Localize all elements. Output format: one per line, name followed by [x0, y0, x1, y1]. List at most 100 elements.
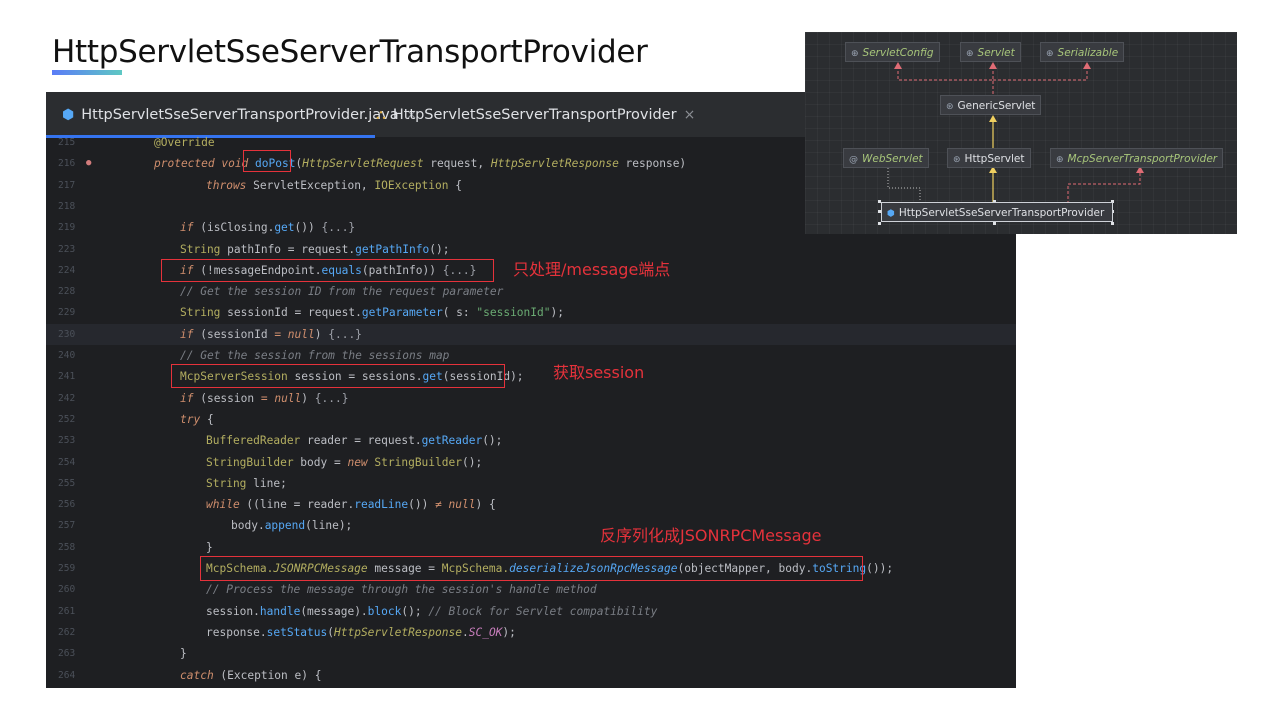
code-token: String — [180, 306, 228, 320]
code-token: ) — [301, 391, 315, 405]
annotation-icon: @ — [849, 155, 858, 165]
code-line[interactable]: 258} — [46, 537, 1016, 558]
code-line[interactable]: 260 // Process the message through the se… — [46, 579, 1016, 600]
override-gutter-icon[interactable]: ● — [86, 158, 92, 169]
diagram-node-httpservlet[interactable]: ⊛HttpServlet — [947, 148, 1031, 168]
line-number: 256 — [58, 499, 76, 511]
code-line[interactable]: 216●protected void doPost(HttpServletReq… — [46, 153, 1016, 174]
tab-source-file[interactable]: ⬢ HttpServletSseServerTransportProvider.… — [46, 92, 417, 138]
code-token: while — [206, 498, 247, 512]
diagram-node-httpservletsseservertransportprovider[interactable]: ⬢HttpServletSseServerTransportProvider — [881, 202, 1113, 222]
diagram-node-webservlet[interactable]: @WebServlet — [843, 148, 929, 168]
code-token: // Get the session ID from the request p… — [180, 285, 504, 299]
code-text: String line; — [206, 473, 287, 494]
code-token: readLine — [354, 498, 409, 512]
code-token: getPathInfo — [355, 242, 430, 256]
code-text: } — [206, 537, 213, 558]
code-token: ( s: — [442, 306, 477, 320]
code-token: } — [206, 540, 213, 554]
code-token: ); — [550, 306, 564, 320]
code-token: doPost — [255, 157, 296, 171]
code-token: String — [180, 242, 228, 256]
line-number: 261 — [58, 605, 76, 617]
code-token: get — [274, 221, 295, 235]
code-line[interactable]: 218 — [46, 196, 1016, 217]
diagram-node-serializable[interactable]: ⊕Serializable — [1040, 42, 1125, 62]
code-text: try { — [180, 409, 214, 430]
tab-hierarchy[interactable]: ⛬ HttpServletSseServerTransportProvider … — [376, 92, 695, 137]
code-text: String sessionId = request.getParameter(… — [180, 302, 564, 323]
code-line[interactable]: 252 try { — [46, 409, 1016, 430]
code-text: body.append(line); — [231, 515, 352, 536]
diagram-node-servletconfig[interactable]: ⊕ServletConfig — [845, 42, 940, 62]
code-token: handle — [259, 604, 301, 618]
diagram-node-servlet[interactable]: ⊕Servlet — [960, 42, 1021, 62]
code-token: (); — [429, 242, 450, 256]
code-token: ServletException, — [253, 178, 375, 192]
line-number: 254 — [58, 456, 76, 468]
code-token: ) — [314, 327, 329, 341]
abstract-class-icon: ⊛ — [946, 102, 954, 112]
code-token: ) { — [475, 498, 496, 512]
code-token: append — [264, 519, 306, 533]
code-token: new — [347, 455, 375, 469]
code-token: SC_OK — [468, 625, 503, 639]
code-text: // Get the session from the sessions map — [180, 345, 449, 366]
code-token: getReader — [421, 434, 483, 448]
slide-title: HttpServletSseServerTransportProvider — [52, 34, 648, 70]
code-token: ( — [327, 625, 334, 639]
tab-close-icon[interactable]: × — [405, 106, 418, 123]
code-text: if (isClosing.get()) {...} — [180, 217, 355, 238]
code-token: setStatus — [266, 625, 328, 639]
code-token: @Override — [154, 136, 215, 149]
code-line[interactable]: 215@Override — [46, 132, 1016, 153]
diagram-node-mcpservertransportprovider[interactable]: ⊕McpServerTransportProvider — [1050, 148, 1224, 168]
code-token: BufferedReader — [206, 434, 308, 448]
code-line[interactable]: 240// Get the session from the sessions … — [46, 345, 1016, 366]
code-text: if (!messageEndpoint.equals(pathInfo)) {… — [180, 260, 476, 281]
code-line[interactable]: 263} — [46, 643, 1016, 664]
line-number: 252 — [58, 413, 76, 425]
diagram-node-genericservlet[interactable]: ⊛GenericServlet — [940, 95, 1042, 115]
code-text: @Override — [154, 132, 215, 153]
code-text: if (session = null) {...} — [180, 388, 348, 409]
code-token: getParameter — [361, 306, 443, 320]
line-number: 228 — [58, 286, 76, 298]
code-token: HttpServletResponse — [490, 157, 619, 171]
line-number: 260 — [58, 584, 76, 596]
code-token: message = — [367, 562, 442, 575]
code-token: null — [287, 327, 315, 341]
code-token: ()) — [408, 498, 436, 512]
code-token: {...} — [442, 263, 477, 277]
code-token: protected void — [154, 157, 256, 171]
tab-label: HttpServletSseServerTransportProvider — [392, 106, 677, 123]
code-token: body. — [231, 519, 265, 533]
code-token: // Process the message through the sessi… — [206, 583, 597, 597]
code-line[interactable]: 228 // Get the session ID from the reques… — [46, 281, 1016, 302]
abstract-class-icon: ⊛ — [953, 155, 961, 165]
code-token: (Exception e) { — [220, 668, 322, 682]
code-token: (!messageEndpoint. — [200, 263, 322, 277]
code-token: { — [448, 178, 462, 192]
code-token: // Get the session from the sessions map — [180, 349, 450, 362]
code-token: block — [367, 604, 402, 618]
tab-close-icon[interactable]: × — [683, 106, 696, 123]
